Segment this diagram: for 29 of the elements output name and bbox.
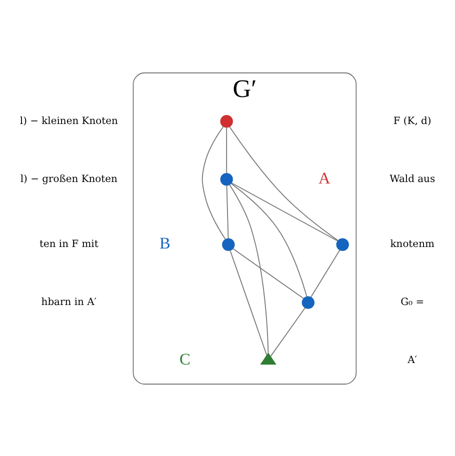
label: knotenm — [390, 238, 434, 250]
label: l) − großen Knoten — [20, 173, 118, 184]
node-circle — [302, 296, 314, 308]
label: hbarn in A′ — [41, 296, 97, 308]
node-circle — [220, 172, 233, 186]
label: C — [179, 349, 190, 368]
label: F (K, d) — [393, 115, 432, 126]
label: A′ — [408, 354, 418, 366]
connector — [230, 249, 268, 356]
connector — [270, 306, 306, 357]
node-triangle — [260, 352, 276, 364]
connector — [232, 248, 304, 298]
label: G₀ = — [400, 296, 424, 308]
connector — [310, 248, 340, 298]
label: Wald aus — [390, 173, 436, 184]
node-circle — [222, 238, 235, 250]
connector — [229, 126, 338, 240]
connector — [226, 184, 229, 239]
connector — [228, 184, 269, 354]
connector — [231, 182, 338, 241]
node-circle — [220, 114, 233, 128]
label: l) − kleinen Knoten — [20, 115, 118, 126]
label: B — [160, 233, 170, 252]
node-circle — [336, 238, 349, 250]
label: ten in F mit — [39, 238, 98, 250]
label: A — [318, 168, 330, 187]
connector — [226, 126, 228, 174]
connector — [202, 126, 226, 240]
connector — [230, 182, 308, 297]
